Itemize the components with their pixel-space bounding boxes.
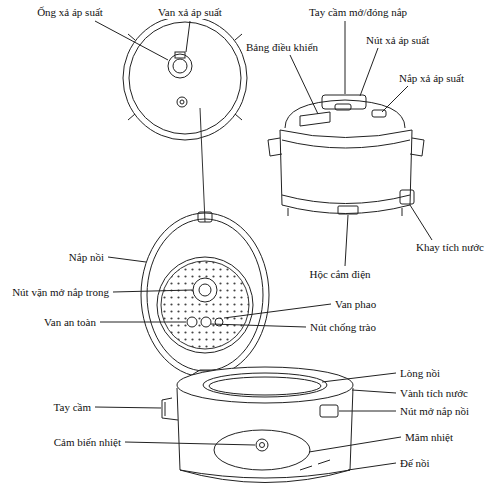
part-label: Lòng nồi bbox=[399, 367, 441, 380]
part-label: Đế nồi bbox=[399, 457, 431, 470]
part-label: Nút chống trào bbox=[309, 321, 377, 334]
part-label: Bảng điều khiển bbox=[245, 41, 319, 54]
part-label: Tay cầm mở/đóng nắp bbox=[308, 6, 408, 19]
leader-lines bbox=[95, 21, 432, 470]
lid-top-view bbox=[123, 10, 247, 140]
part-label: Ống xả áp suất bbox=[36, 6, 104, 19]
part-label: Nắp xả áp suất bbox=[398, 72, 465, 85]
part-label: Van an toàn bbox=[43, 316, 97, 329]
part-label: Cảm biến nhiệt bbox=[53, 436, 122, 449]
part-label: Mâm nhiệt bbox=[404, 431, 454, 444]
cooker-body bbox=[162, 367, 353, 483]
part-label: Khay tích nước bbox=[415, 241, 485, 254]
open-lid bbox=[141, 212, 269, 378]
part-label: Van phao bbox=[334, 298, 377, 311]
part-label: Nắp nồi bbox=[68, 251, 105, 264]
part-label: Tay cầm bbox=[53, 401, 92, 414]
part-label: Nút xả áp suất bbox=[365, 34, 430, 47]
part-label: Hộc cắm điện bbox=[308, 268, 371, 281]
part-label: Van xả áp suất bbox=[157, 6, 223, 19]
part-label: Vành tích nước bbox=[399, 387, 469, 400]
part-label: Nút vặn mở nắp trong bbox=[11, 286, 110, 299]
part-label: Nút mở nắp nồi bbox=[399, 405, 470, 418]
closed-cooker bbox=[268, 95, 424, 216]
